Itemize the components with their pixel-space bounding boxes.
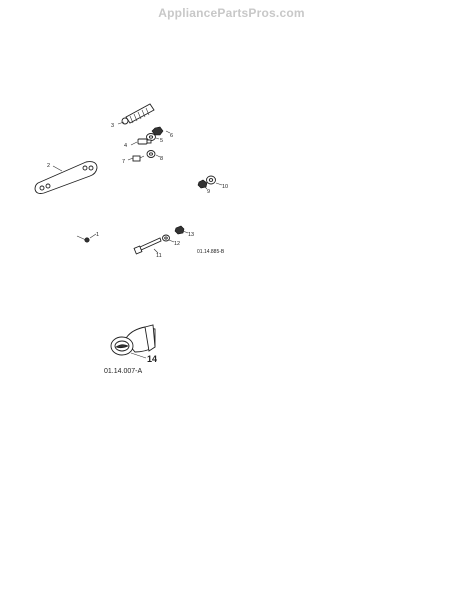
leader-lines xyxy=(52,121,223,359)
part-12-washer[interactable] xyxy=(162,234,170,242)
callout-7: 7 xyxy=(122,159,125,165)
part-4-stud[interactable] xyxy=(137,138,152,145)
callout-9: 9 xyxy=(207,189,210,195)
callout-3: 3 xyxy=(111,123,114,129)
part-13-nut[interactable] xyxy=(174,225,185,235)
callout-10: 10 xyxy=(222,184,228,190)
callout-14: 14 xyxy=(147,354,157,364)
part-9-nut[interactable] xyxy=(197,179,208,189)
figure-ref-lower: 01.14.007-A xyxy=(104,368,142,375)
part-5-washer[interactable] xyxy=(146,133,156,141)
callout-8: 8 xyxy=(160,156,163,162)
callout-1: 1 xyxy=(96,232,99,238)
callout-13: 13 xyxy=(188,232,194,238)
part-2-link-plate[interactable] xyxy=(34,161,98,194)
part-11-bolt[interactable] xyxy=(133,237,162,255)
callout-2: 2 xyxy=(47,163,50,169)
part-3-spring[interactable] xyxy=(121,103,155,125)
site-watermark: AppliancePartsPros.com xyxy=(158,6,305,20)
part-7-pin[interactable] xyxy=(132,155,145,162)
callout-11: 11 xyxy=(156,253,162,259)
callout-4: 4 xyxy=(124,143,127,149)
callout-5: 5 xyxy=(160,138,163,144)
part-14-knob[interactable] xyxy=(110,324,156,356)
callout-6: 6 xyxy=(170,133,173,139)
figure-ref-upper: 01.14.885-B xyxy=(197,249,225,255)
part-6-nut[interactable] xyxy=(151,126,164,136)
part-10-washer[interactable] xyxy=(206,175,216,185)
callout-12: 12 xyxy=(174,241,180,247)
part-1-screw[interactable] xyxy=(76,235,90,243)
part-8-nut[interactable] xyxy=(146,150,156,158)
